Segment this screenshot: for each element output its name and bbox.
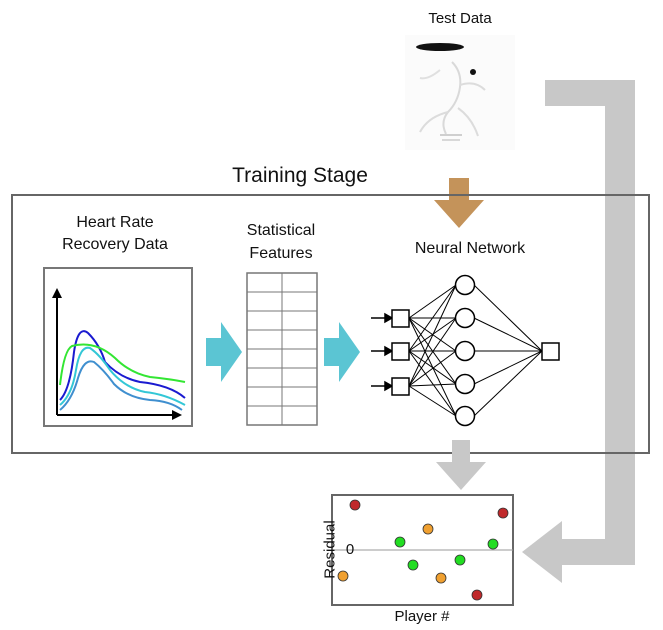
output-node (541, 342, 560, 361)
residual-plot (331, 494, 514, 606)
teal-arrow-2 (324, 322, 360, 382)
hr-curve-blue (59, 330, 186, 401)
hr-curve-green (59, 343, 186, 386)
output-arrow (436, 440, 486, 490)
hr-curve-cyan (59, 346, 186, 406)
network-label: Neural Network (414, 240, 526, 257)
residual-ylabel: Residual (321, 520, 339, 579)
training-stage-box (11, 194, 650, 454)
test-input-arrow (434, 178, 484, 228)
hidden-node (454, 373, 476, 395)
residual-zero-label: 0 (345, 541, 355, 558)
hidden-node (454, 274, 476, 296)
input-node (391, 342, 410, 361)
test-data-label: Test Data (428, 10, 492, 27)
hr-curve-steel (59, 360, 183, 411)
training-stage-title: Training Stage (232, 164, 368, 187)
feedback-arrow (522, 80, 635, 583)
residual-xlabel: Player # (394, 608, 450, 625)
hidden-node (454, 307, 476, 329)
teal-arrow-1 (206, 322, 242, 382)
hr-label-line1: Heart Rate (76, 214, 154, 231)
hidden-node (454, 405, 476, 427)
test-data-image (405, 35, 515, 150)
hr-panel (43, 267, 193, 427)
features-table (246, 272, 318, 426)
neural-network (371, 274, 560, 427)
input-node (391, 377, 410, 396)
hidden-node (454, 340, 476, 362)
features-label-line2: Features (249, 245, 313, 262)
hr-label-line2: Recovery Data (62, 236, 168, 253)
features-label-line1: Statistical (246, 222, 316, 239)
input-node (391, 309, 410, 328)
